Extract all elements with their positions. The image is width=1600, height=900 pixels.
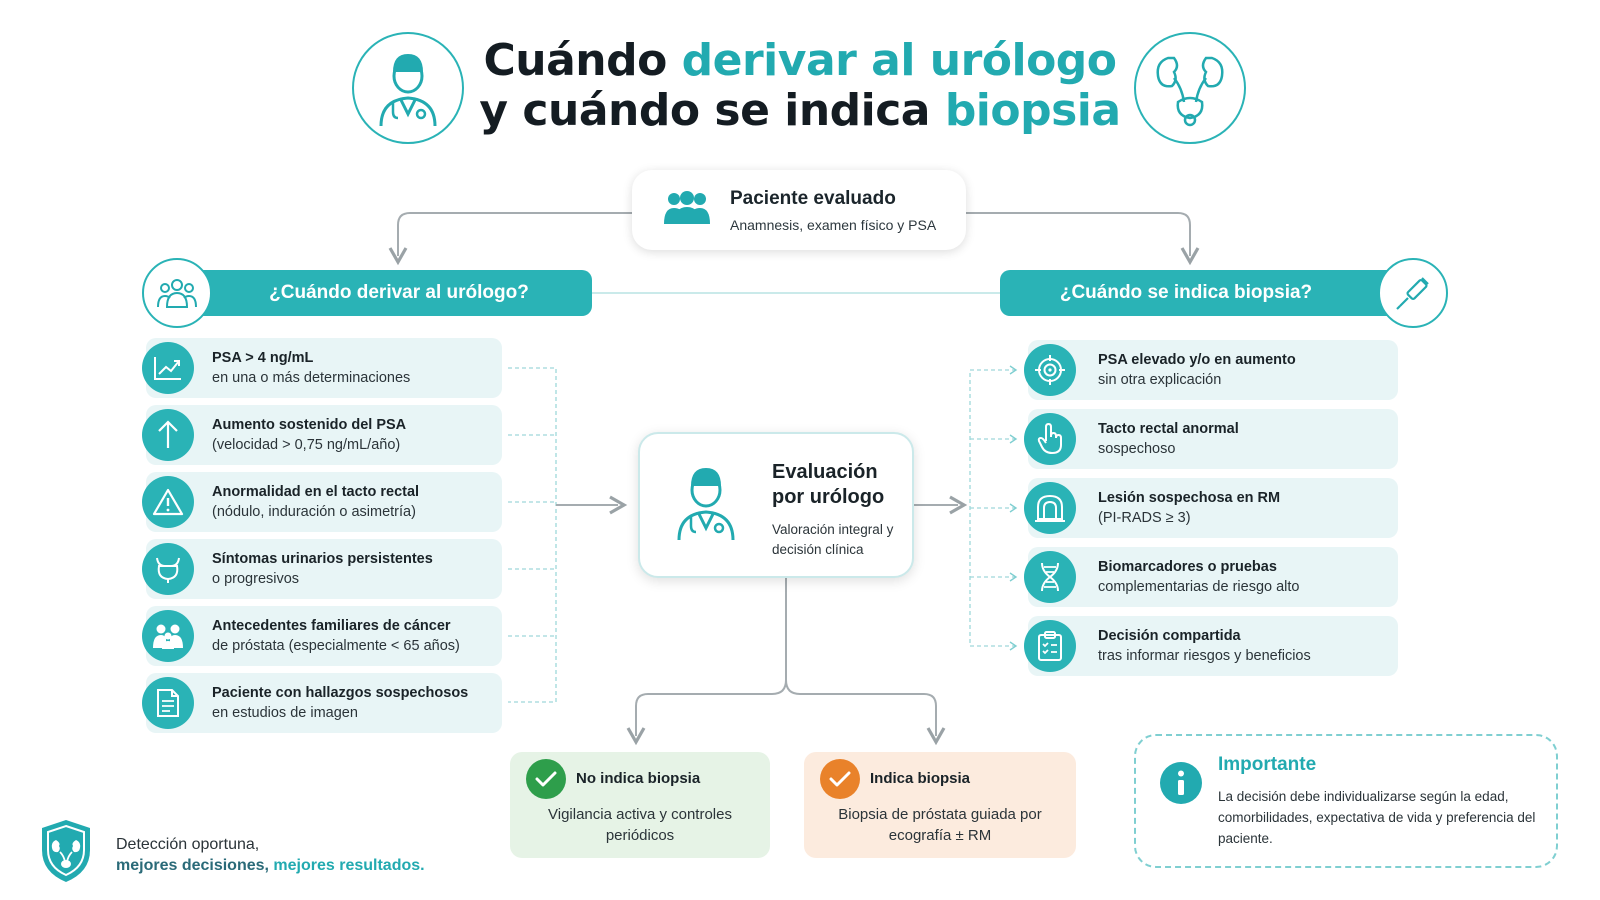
warning-icon [142,476,194,528]
evaluation-subtitle: Valoración integral y decisión clínica [772,522,894,557]
urologist-evaluation-box: Evaluación por urólogo Valoración integr… [638,432,914,578]
referral-item: Aumento sostenido del PSA(velocidad > 0,… [142,405,502,465]
urinary-system-icon [1134,32,1246,144]
doctor-icon [352,32,464,144]
mri-icon [1024,482,1076,534]
evaluation-title: Evaluación por urólogo [772,461,885,508]
no-biopsy-detail: Vigilancia activa y controles periódicos [548,806,732,844]
target-icon [1024,344,1076,396]
trend-up-icon [142,342,194,394]
page-title: Cuándo derivar al urólogo y cuándo se in… [479,35,1121,136]
no-biopsy-title: No indica biopsia [576,770,701,787]
biopsy-item: Lesión sospechosa en RM(PI-RADS ≥ 3) [1024,478,1398,538]
clipboard-icon [1024,620,1076,672]
important-note: Importante La decisión debe individualiz… [1134,734,1558,868]
checkmark-icon [526,759,566,799]
urologist-icon [670,462,742,547]
shield-kidney-icon [38,818,94,889]
biopsy-section-header: ¿Cuándo se indica biopsia? [1000,270,1432,316]
important-text: La decisión debe individualizarse según … [1218,789,1536,846]
patient-evaluated-box: Paciente evaluado Anamnesis, examen físi… [632,170,966,250]
biopsy-needle-icon [1378,258,1448,328]
dna-icon [1024,551,1076,603]
bladder-icon [142,543,194,595]
document-icon [142,677,194,729]
family-icon [142,610,194,662]
footer-slogan: Detección oportuna, mejores decisiones, … [116,836,425,874]
referral-item: Anormalidad en el tacto rectal(nódulo, i… [142,472,502,532]
referral-section-header: ¿Cuándo derivar al urólogo? [146,270,592,316]
info-icon [1160,762,1202,804]
patient-subtitle: Anamnesis, examen físico y PSA [730,216,937,233]
important-title: Importante [1218,754,1317,775]
patient-title: Paciente evaluado [730,187,896,209]
arrow-up-icon [142,409,194,461]
no-biopsy-outcome: No indica biopsia Vigilancia activa y co… [510,752,770,858]
biopsy-detail: Biopsia de próstata guiada por ecografía… [838,806,1042,844]
checkmark-icon [820,759,860,799]
patients-group-icon [662,190,712,231]
team-icon [142,258,212,328]
hand-icon [1024,413,1076,465]
biopsy-title: Indica biopsia [870,770,971,787]
biopsy-outcome: Indica biopsia Biopsia de próstata guiad… [804,752,1076,858]
